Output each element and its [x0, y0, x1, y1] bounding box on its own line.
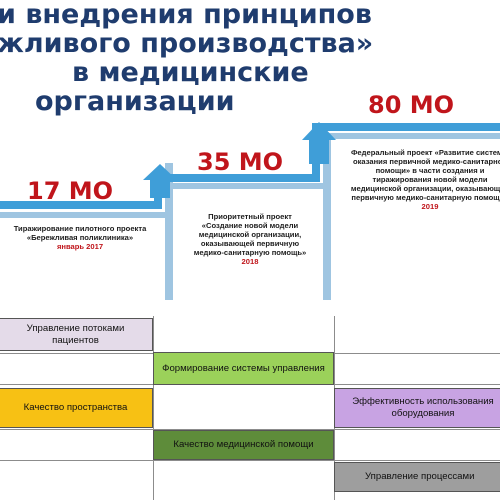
- step-3-text: Федеральный проект «Развитие системы ока…: [350, 148, 500, 202]
- title-line-1: и внедрения принципов: [0, 0, 372, 30]
- step-2-description: Приоритетный проект «Создание новой моде…: [188, 212, 312, 266]
- staircase-line: [0, 123, 500, 209]
- grid-divider: [153, 316, 154, 500]
- bar-management-system: Формирование системы управления: [153, 352, 334, 385]
- bar-medical-care-quality: Качество медицинской помощи: [153, 430, 334, 460]
- step-3-date: 2019: [421, 202, 439, 211]
- grid-divider: [0, 429, 500, 430]
- staircase-shadow: [0, 133, 500, 300]
- step-3-value: 80 МО: [368, 91, 455, 119]
- step-1-value: 17 МО: [27, 177, 114, 205]
- title-line-3: в медицинские: [72, 57, 309, 88]
- staircase-graphic: [0, 122, 500, 300]
- bar-label: Формирование системы управления: [162, 362, 325, 374]
- bar-label: Управление процессами: [365, 471, 475, 482]
- bar-patient-flow: Управление потоками пациентов: [0, 318, 153, 351]
- grid-divider: [0, 460, 500, 461]
- bar-label: Эффективность использования оборудования: [352, 396, 494, 419]
- arrow-up-icon: [302, 122, 336, 164]
- bar-label: Качество пространства: [23, 402, 128, 413]
- bar-space-quality: Качество пространства: [0, 388, 153, 428]
- step-1-date: январь 2017: [56, 242, 104, 251]
- arrow-up-icon: [143, 164, 177, 198]
- step-2-date: 2018: [241, 257, 259, 266]
- step-1-description: Тиражирование пилотного проекта «Бережли…: [0, 224, 160, 251]
- step-2-text: Приоритетный проект «Создание новой моде…: [193, 212, 307, 257]
- step-3-description: Федеральный проект «Развитие системы ока…: [350, 148, 500, 211]
- title-line-4: организации: [35, 86, 235, 117]
- title-line-2: жливого производства»: [0, 28, 374, 59]
- step-2-value: 35 МО: [197, 148, 284, 176]
- bar-equipment-efficiency: Эффективность использования оборудования: [334, 388, 500, 428]
- bar-process-management: Управление процессами: [334, 462, 500, 492]
- step-1-text: Тиражирование пилотного проекта «Бережли…: [13, 224, 147, 242]
- bar-label: Управление потоками пациентов: [26, 322, 125, 346]
- bar-label: Качество медицинской помощи: [173, 439, 314, 450]
